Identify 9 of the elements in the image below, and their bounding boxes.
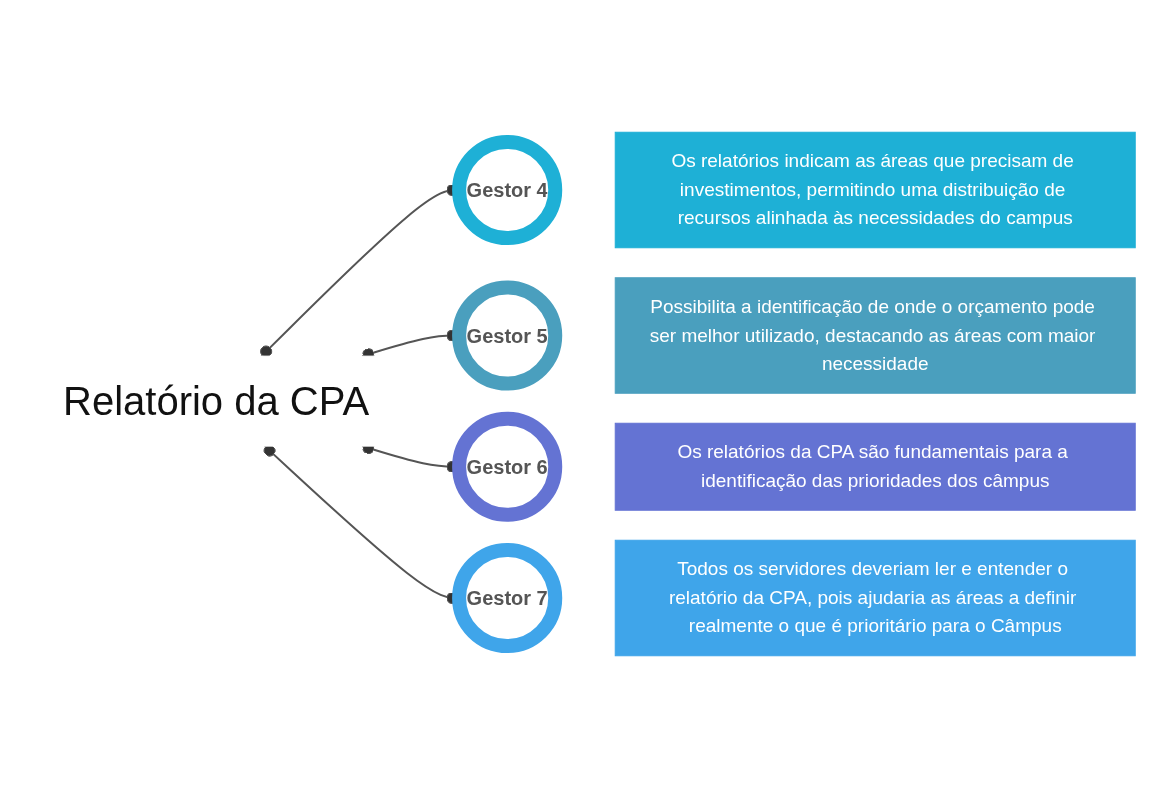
node-circle: Gestor 7 xyxy=(451,542,563,653)
node-circle: Gestor 4 xyxy=(451,134,563,245)
node-box: Os relatórios indicam as áreas que precisam de investimentos, permitindo uma distribuição de recursos alinhada às necessidades do campus xyxy=(614,131,1136,248)
node-circle: Gestor 6 xyxy=(451,411,563,522)
node-box: Os relatórios da CPA são fundamentais para a identificação das prioridades dos câmpus xyxy=(614,422,1136,511)
node-box: Todos os servidores deveriam ler e entender o relatório da CPA, pois ajudaria as áreas a definir realmente o que é prioritário para o Câmpus xyxy=(614,539,1136,656)
node-text: Relatório da CPA xyxy=(62,378,369,423)
node-circle: Gestor 5 xyxy=(451,279,563,391)
node-box: Possibilita a identificação de onde o orçamento pode ser melhor utilizado, destacando as áreas com maior necessidade xyxy=(614,276,1136,394)
